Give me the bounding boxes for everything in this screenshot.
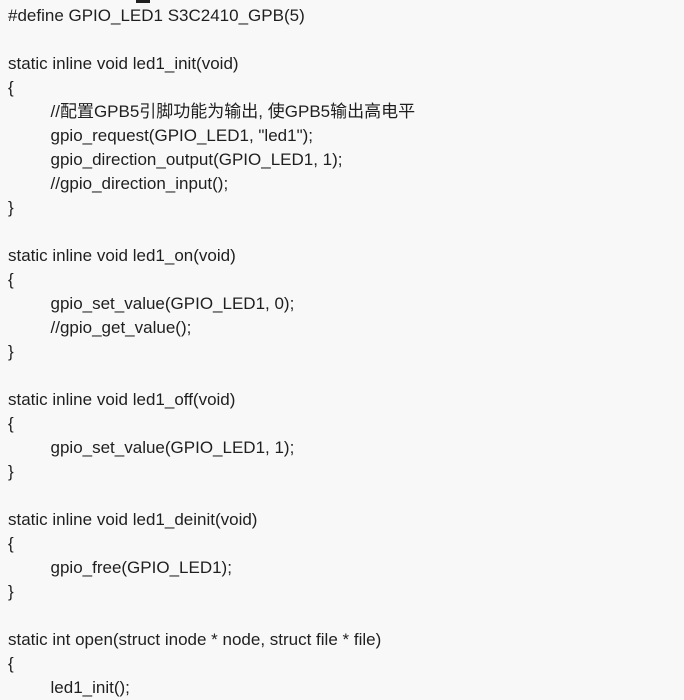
clipped-underscore-artifact	[136, 0, 150, 3]
